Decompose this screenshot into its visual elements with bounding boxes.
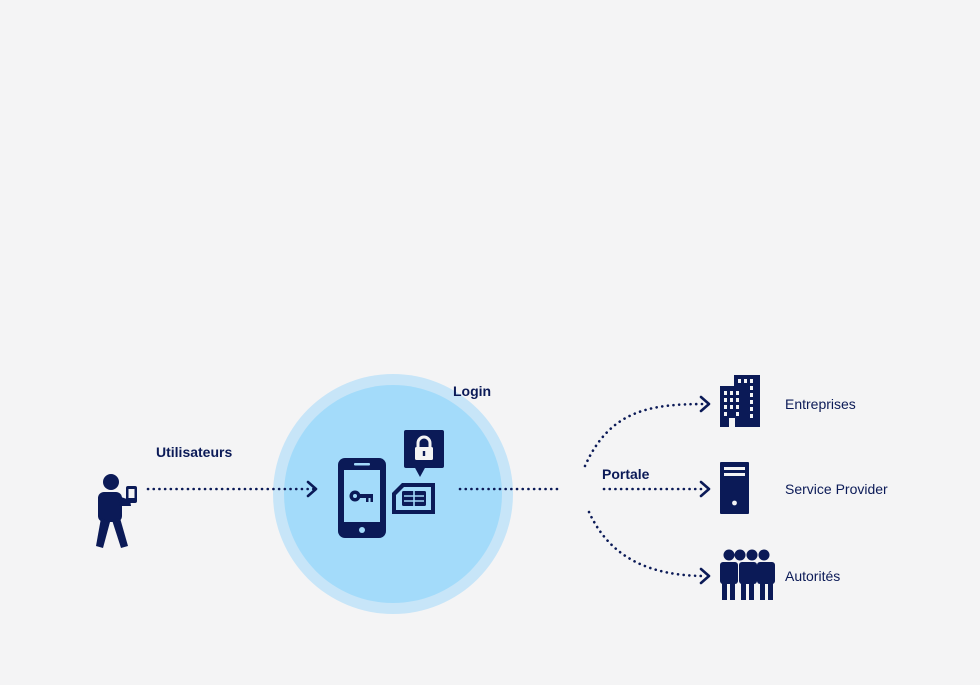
people-group-icon <box>720 549 775 600</box>
server-icon <box>720 462 749 514</box>
login-label: Login <box>453 383 492 399</box>
login-arrowhead <box>306 480 318 498</box>
entreprises-arrowhead <box>699 395 711 413</box>
users-label: Utilisateurs <box>156 444 233 460</box>
person-with-phone-icon <box>96 474 137 548</box>
sim-card-icon <box>392 483 435 514</box>
portal-label: Portale <box>602 466 650 482</box>
autorites-label: Autorités <box>785 568 841 584</box>
office-building-icon <box>720 375 760 427</box>
entreprises-label: Entreprises <box>785 396 856 412</box>
portal-to-autorites-connector <box>587 510 708 578</box>
portal-to-entreprises-connector <box>583 402 708 468</box>
autorites-arrowhead <box>699 567 711 585</box>
smartphone-key-icon <box>338 458 386 538</box>
padlock-speech-bubble-icon <box>404 430 444 477</box>
service-provider-label: Service Provider <box>785 481 888 497</box>
provider-arrowhead <box>699 480 711 498</box>
